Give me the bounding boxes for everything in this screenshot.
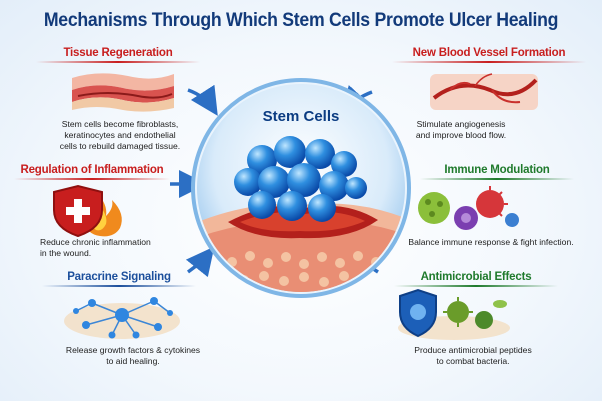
heading-antimicrobial-effects: Antimicrobial Effects: [420, 271, 532, 283]
panel-new-blood-vessel: New Blood Vessel Formation: [384, 47, 594, 63]
heading-regulation-inflammation: Regulation of Inflammation: [20, 164, 164, 176]
desc-new-blood-vessel: Stimulate angiogenesis and improve blood…: [415, 119, 507, 140]
heading-immune-modulation: Immune Modulation: [444, 164, 550, 176]
desc-immune-modulation: Balance immune response & fight infectio…: [408, 237, 574, 247]
panel-paracrine-signaling: Paracrine Signaling: [34, 271, 204, 287]
immune-cell-green: [418, 192, 450, 224]
bacteria-icon: [443, 297, 507, 329]
desc-antimicrobial-effects: Produce antimicrobial peptides to combat…: [414, 345, 532, 366]
signaling-network-icon: [64, 297, 180, 339]
heading-tissue-regeneration: Tissue Regeneration: [63, 47, 173, 59]
shield-fire-icon: [53, 184, 122, 238]
antimicrobial-icon: [398, 288, 510, 340]
tissue-layers-icon: [72, 73, 174, 112]
desc-regulation-inflammation: Reduce chronic inflammation in the wound…: [40, 237, 151, 258]
panel-tissue-regeneration: Tissue Regeneration: [28, 47, 208, 63]
desc-paracrine-signaling: Release growth factors & cytokines to ai…: [65, 345, 201, 366]
panel-antimicrobial-effects: Antimicrobial Effects: [386, 271, 566, 287]
panel-regulation-inflammation: Regulation of Inflammation: [6, 164, 178, 180]
arrow-top-left: [187, 84, 218, 116]
stem-cell-cluster: [234, 136, 367, 222]
heading-new-blood-vessel: New Blood Vessel Formation: [412, 47, 566, 59]
stem-cells-label: Stem Cells: [262, 108, 340, 125]
heading-paracrine-signaling: Paracrine Signaling: [67, 271, 171, 283]
diagram-title: Mechanisms Through Which Stem Cells Prom…: [43, 10, 559, 31]
immune-cells-icon: [418, 186, 519, 230]
desc-tissue-regeneration: Stem cells become fibroblasts, keratinoc…: [59, 119, 181, 151]
blood-vessel-icon: [430, 73, 538, 110]
panel-immune-modulation: Immune Modulation: [412, 164, 582, 180]
immune-cell-red: [476, 186, 508, 218]
arrow-bottom-left: [185, 246, 215, 278]
